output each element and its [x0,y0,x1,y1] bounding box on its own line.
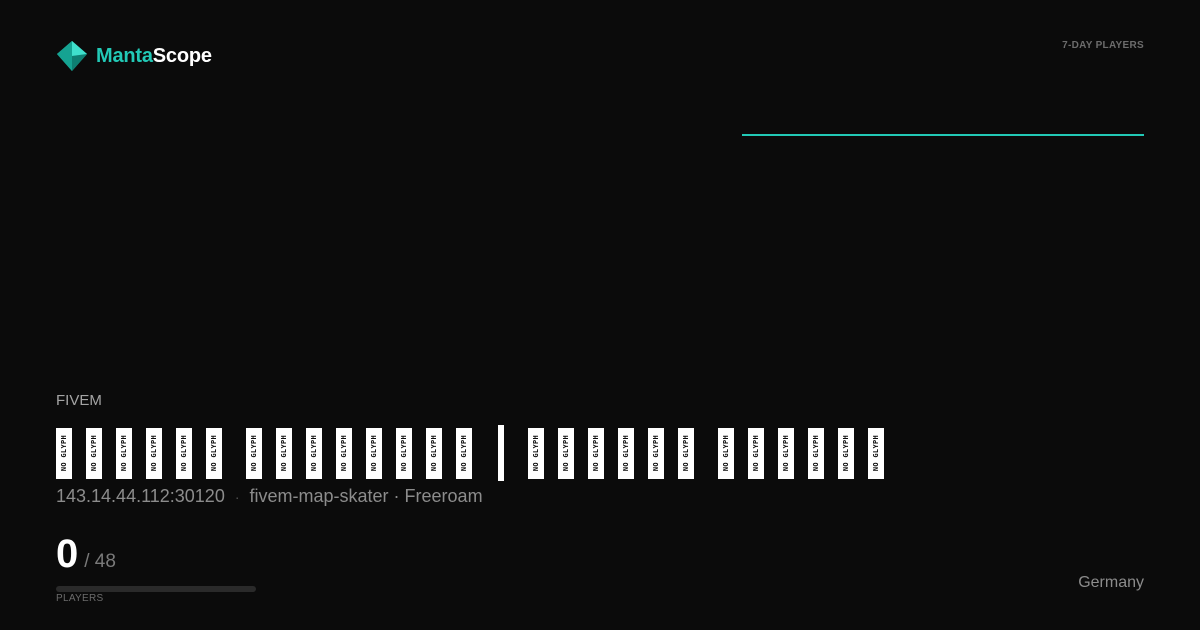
missing-glyph: NO GLYPH [306,427,322,479]
missing-glyph: NO GLYPH [748,427,764,479]
missing-glyph-text: NO GLYPH [210,434,218,472]
server-name: NO GLYPH NO GLYPH NO GLYPH NO GLYPH NO GLYPH… [56,425,898,481]
missing-glyph-text: NO GLYPH [622,434,630,472]
missing-glyph: NO GLYPH [56,427,72,479]
players-current: 0 [56,532,79,576]
missing-glyph: NO GLYPH [116,427,132,479]
missing-glyph: NO GLYPH [718,427,734,479]
missing-glyph-text: NO GLYPH [752,434,760,472]
missing-glyph: NO GLYPH [528,427,544,479]
missing-glyph-text: NO GLYPH [370,434,378,472]
missing-glyph: NO GLYPH [648,427,664,479]
missing-glyph: NO GLYPH [246,427,262,479]
missing-glyph: NO GLYPH [176,427,192,479]
missing-glyph-text: NO GLYPH [400,434,408,472]
server-address[interactable]: 143.14.44.112:30120 [56,486,225,506]
missing-glyph: NO GLYPH [588,427,604,479]
missing-glyph: NO GLYPH [366,427,382,479]
brand: MantaScope [56,40,212,72]
missing-glyph-text: NO GLYPH [782,434,790,472]
missing-glyph-text: NO GLYPH [340,434,348,472]
missing-glyph-text: NO GLYPH [250,434,258,472]
missing-glyph: NO GLYPH [146,427,162,479]
meta-separator: · [234,488,240,505]
missing-glyph: NO GLYPH [778,427,794,479]
missing-glyph: NO GLYPH [618,427,634,479]
manta-diamond-icon [57,41,87,71]
brand-name: MantaScope [96,45,212,68]
brand-name-manta: Manta [96,44,153,67]
missing-glyph: NO GLYPH [456,427,472,479]
missing-glyph-text: NO GLYPH [430,434,438,472]
player-count: 0 / 48 [56,534,116,574]
missing-glyph-text: NO GLYPH [592,434,600,472]
server-meta: 143.14.44.112:30120 · fivem-map-skater ·… [56,486,483,507]
missing-glyph: NO GLYPH [838,427,854,479]
missing-glyph: NO GLYPH [558,427,574,479]
player-progress-bar [56,586,256,592]
missing-glyph-text: NO GLYPH [872,434,880,472]
missing-glyph: NO GLYPH [678,427,694,479]
players-label: PLAYERS [56,593,104,604]
missing-glyph: NO GLYPH [336,427,352,479]
missing-glyph-text: NO GLYPH [120,434,128,472]
missing-glyph-text: NO GLYPH [460,434,468,472]
game-label: FIVEM [56,392,102,409]
missing-glyph-text: NO GLYPH [562,434,570,472]
missing-glyph-text: NO GLYPH [532,434,540,472]
missing-glyph-text: NO GLYPH [842,434,850,472]
player-history-chart [742,134,1144,136]
missing-glyph-text: NO GLYPH [812,434,820,472]
brand-name-scope: Scope [152,44,212,67]
missing-glyph: NO GLYPH [426,427,442,479]
server-name-bar [498,425,504,481]
missing-glyph: NO GLYPH [396,427,412,479]
missing-glyph-text: NO GLYPH [180,434,188,472]
missing-glyph-text: NO GLYPH [280,434,288,472]
server-resource: fivem-map-skater · Freeroam [249,486,483,506]
missing-glyph-text: NO GLYPH [150,434,158,472]
missing-glyph-text: NO GLYPH [90,434,98,472]
server-country: Germany [1078,574,1144,591]
missing-glyph: NO GLYPH [206,427,222,479]
chart-label: 7-DAY PLAYERS [1062,40,1144,51]
missing-glyph: NO GLYPH [808,427,824,479]
missing-glyph: NO GLYPH [86,427,102,479]
players-max: / 48 [84,551,116,572]
missing-glyph-text: NO GLYPH [310,434,318,472]
missing-glyph-text: NO GLYPH [652,434,660,472]
missing-glyph: NO GLYPH [868,427,884,479]
missing-glyph: NO GLYPH [276,427,292,479]
missing-glyph-text: NO GLYPH [722,434,730,472]
missing-glyph-text: NO GLYPH [682,434,690,472]
missing-glyph-text: NO GLYPH [60,434,68,472]
